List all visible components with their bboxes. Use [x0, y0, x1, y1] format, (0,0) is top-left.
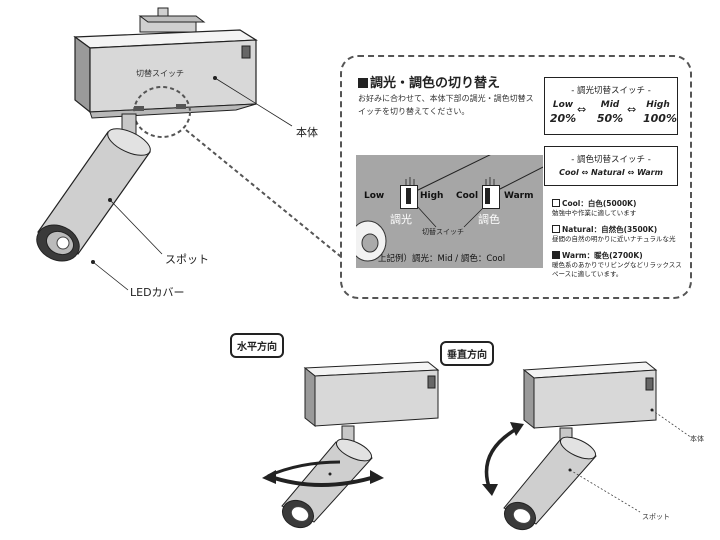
panel-high: High — [420, 191, 444, 201]
title-square-icon — [358, 78, 368, 88]
color-temp-row: Cool ⇔ Natural ⇔ Warm — [559, 168, 663, 177]
color-switch[interactable] — [482, 185, 500, 209]
horizontal-direction-badge: 水平方向 — [230, 333, 284, 358]
level-low: Low 20% — [549, 100, 577, 125]
dimmer-levels: Low 20% ⇔ Mid 50% ⇔ High 100% — [549, 100, 677, 130]
color-knob — [485, 188, 490, 204]
zoom-line — [185, 129, 346, 261]
square-icon — [552, 225, 560, 233]
main-switch-label: 切替スイッチ — [136, 69, 184, 78]
dimmer-knob — [406, 188, 411, 204]
led-cover-label: LEDカバー — [130, 286, 185, 299]
level-high: High 100% — [643, 100, 677, 125]
bottom-body-label: 本体 — [690, 435, 704, 443]
horizontal-rotation-figure — [262, 361, 440, 529]
color-box: - 調色切替スイッチ - Cool ⇔ Natural ⇔ Warm — [544, 146, 678, 186]
callout-title: 調光・調色の切り替え — [358, 72, 500, 91]
legend-cool: Cool：白色(5000K) 勉強中や作業に適しています — [552, 199, 637, 217]
legend-natural: Natural：自然色(3500K) 昼間の自然の明かりに近いナチュラルな光 — [552, 225, 676, 243]
panel-warm: Warm — [504, 191, 534, 201]
dimmer-switch[interactable] — [400, 185, 418, 209]
square-icon — [552, 199, 560, 207]
vertical-direction-badge: 垂直方向 — [440, 341, 494, 366]
arrow-icon: ⇔ — [627, 103, 637, 116]
level-mid: Mid 50% — [596, 100, 624, 125]
dimmer-box-title: - 調光切替スイッチ - — [571, 86, 651, 96]
panel-low: Low — [364, 191, 385, 201]
filled-square-icon — [552, 251, 560, 259]
bottom-spot-label: スポット — [642, 513, 670, 521]
dimmer-box: - 調光切替スイッチ - Low 20% ⇔ Mid 50% ⇔ High 10… — [544, 77, 678, 135]
panel-cool: Cool — [456, 191, 479, 201]
main-body-box — [73, 29, 258, 119]
color-box-title: - 調色切替スイッチ - — [571, 155, 651, 165]
panel-example: 上記例）調光：Mid / 調色：Cool — [378, 254, 506, 264]
panel-color-label: 調色 — [478, 213, 500, 226]
spot-label: スポット — [165, 253, 209, 266]
zoom-circle — [133, 86, 191, 138]
switch-panel: Low High Cool Warm 調光 調色 切替スイッチ 上記例）調光：M… — [356, 155, 543, 268]
spot-cylinder — [36, 128, 151, 262]
body-label: 本体 — [296, 126, 318, 139]
panel-dimmer-label: 調光 — [390, 213, 412, 226]
rail-adapter — [138, 7, 206, 33]
panel-switch-label: 切替スイッチ — [422, 228, 464, 236]
vertical-rotation-figure — [482, 361, 693, 531]
panel-decor — [356, 155, 543, 262]
legend-warm: Warm：暖色(2700K) 暖色系のあかりでリビングなどリラックススペースに適… — [552, 251, 682, 278]
arrow-icon: ⇔ — [577, 103, 587, 116]
switch-callout: 調光・調色の切り替え お好みに合わせて、本体下部の調光・調色切替スイッチを切り替… — [340, 55, 692, 299]
callout-description: お好みに合わせて、本体下部の調光・調色切替スイッチを切り替えてください。 — [358, 94, 534, 116]
